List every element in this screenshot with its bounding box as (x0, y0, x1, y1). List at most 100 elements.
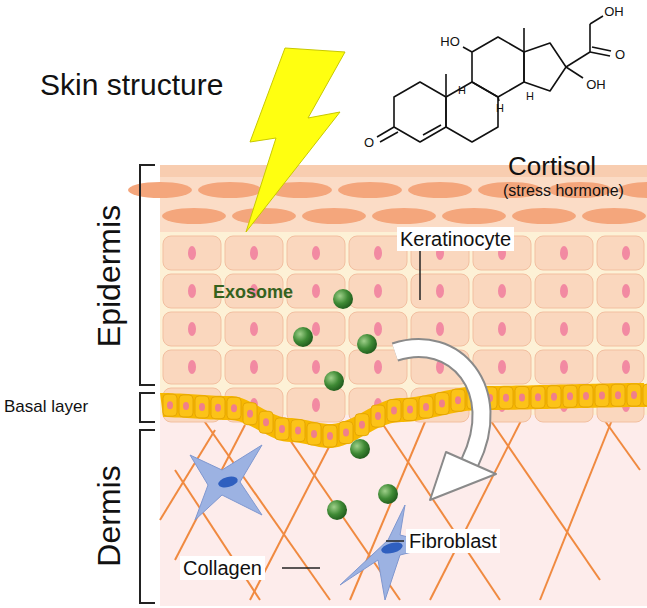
cell-nucleus (279, 425, 285, 433)
cell-nucleus (622, 360, 630, 374)
basal-cell (435, 393, 449, 415)
flat-cell (338, 182, 402, 198)
cell-nucleus (455, 396, 461, 404)
cell-nucleus (374, 360, 382, 374)
cell-nucleus (188, 246, 196, 260)
flat-cell (582, 208, 646, 224)
cell-nucleus (498, 284, 506, 298)
cell-nucleus (374, 284, 382, 298)
cell-nucleus (188, 360, 196, 374)
atom-label: HO (440, 35, 460, 49)
cell-nucleus (374, 246, 382, 260)
keratinocyte-cell (411, 388, 469, 422)
layer-name: Epidermis (92, 205, 127, 347)
cell-nucleus (560, 246, 568, 260)
layer-name: Basal layer (4, 398, 88, 417)
part-label: Fibroblast (406, 529, 500, 553)
exosome-vesicles (293, 289, 398, 520)
cell-nucleus (231, 404, 237, 412)
keratinocyte-cell (535, 350, 593, 384)
cell-nucleus (250, 246, 258, 260)
cell-nucleus (327, 432, 333, 440)
keratinocyte-cell (597, 274, 644, 308)
keratinocyte-cell (597, 236, 644, 270)
cell-nucleus (436, 322, 444, 336)
keratinocyte-cell (163, 274, 221, 308)
basal-cell (563, 385, 577, 407)
flattened-cells (128, 182, 647, 224)
cell-nucleus (567, 392, 573, 400)
cell-nucleus (560, 360, 568, 374)
atom-label: H (458, 84, 466, 96)
molecule-note: (stress hormone) (503, 182, 624, 200)
basal-cell (179, 395, 193, 417)
basal-cell (291, 420, 305, 442)
part-label: Collagen (180, 556, 265, 580)
cell-nucleus (250, 360, 258, 374)
cell-nucleus (343, 429, 349, 437)
molecule-name: Cortisol (508, 152, 596, 181)
basal-cell (499, 387, 513, 409)
figure-title: Skin structure (40, 68, 223, 101)
cell-nucleus (615, 391, 621, 399)
basal-cell (515, 387, 529, 409)
keratinocyte-cell (597, 312, 644, 346)
cell-nucleus (250, 322, 258, 336)
cell-nucleus (436, 284, 444, 298)
cell-nucleus (375, 412, 381, 420)
keratinocyte-cell (287, 312, 345, 346)
basal-cell (227, 397, 241, 419)
cell-nucleus (439, 400, 445, 408)
keratinocyte-cell (287, 236, 345, 270)
cell-nucleus (247, 410, 253, 418)
atom-label: H (496, 102, 504, 114)
cell-nucleus (295, 427, 301, 435)
keratinocyte-cell (535, 274, 593, 308)
basal-cell (387, 400, 401, 422)
cell-nucleus (374, 322, 382, 336)
basal-cell (371, 405, 385, 427)
cell-nucleus (188, 322, 196, 336)
atom-label: O (364, 136, 374, 150)
cell-nucleus (551, 393, 557, 401)
keratinocyte-cell (597, 350, 644, 384)
basal-cell (419, 396, 433, 418)
layer-name: Dermis (92, 465, 127, 566)
keratinocyte-cell (535, 236, 593, 270)
cell-nucleus (312, 246, 320, 260)
basal-cell (243, 403, 257, 425)
basal-cell (259, 411, 273, 433)
cell-nucleus (312, 284, 320, 298)
keratinocyte-cell (287, 388, 345, 422)
cell-nucleus (407, 405, 413, 413)
basal-cell (307, 423, 321, 445)
cell-nucleus (183, 402, 189, 410)
fibroblast-cell (190, 445, 262, 520)
basal-cell (595, 385, 609, 407)
cell-nucleus (263, 418, 269, 426)
cell-nucleus (423, 403, 429, 411)
keratinocyte-cell (225, 236, 283, 270)
leader-lines (282, 250, 420, 568)
basal-cell (627, 384, 641, 406)
keratinocyte-cells (163, 236, 644, 422)
cell-nucleus (535, 393, 541, 401)
basal-band (160, 383, 647, 448)
cortisol-structure (377, 16, 611, 142)
basal-cell (579, 385, 593, 407)
keratinocyte-cell (473, 274, 531, 308)
flat-cell (372, 208, 436, 224)
dermis-ground (160, 400, 647, 606)
basal-cell (355, 414, 369, 436)
flat-cell (162, 208, 226, 224)
keratinocyte-cell (225, 350, 283, 384)
cell-nucleus (359, 421, 365, 429)
cell-nucleus (391, 407, 397, 415)
cell-nucleus (599, 392, 605, 400)
collagen-fibres (160, 400, 640, 600)
part-label: Keratinocyte (397, 227, 514, 251)
basal-cell (275, 418, 289, 440)
flat-cell (302, 208, 366, 224)
basal-cell (531, 386, 545, 408)
basal-cell (163, 394, 177, 416)
